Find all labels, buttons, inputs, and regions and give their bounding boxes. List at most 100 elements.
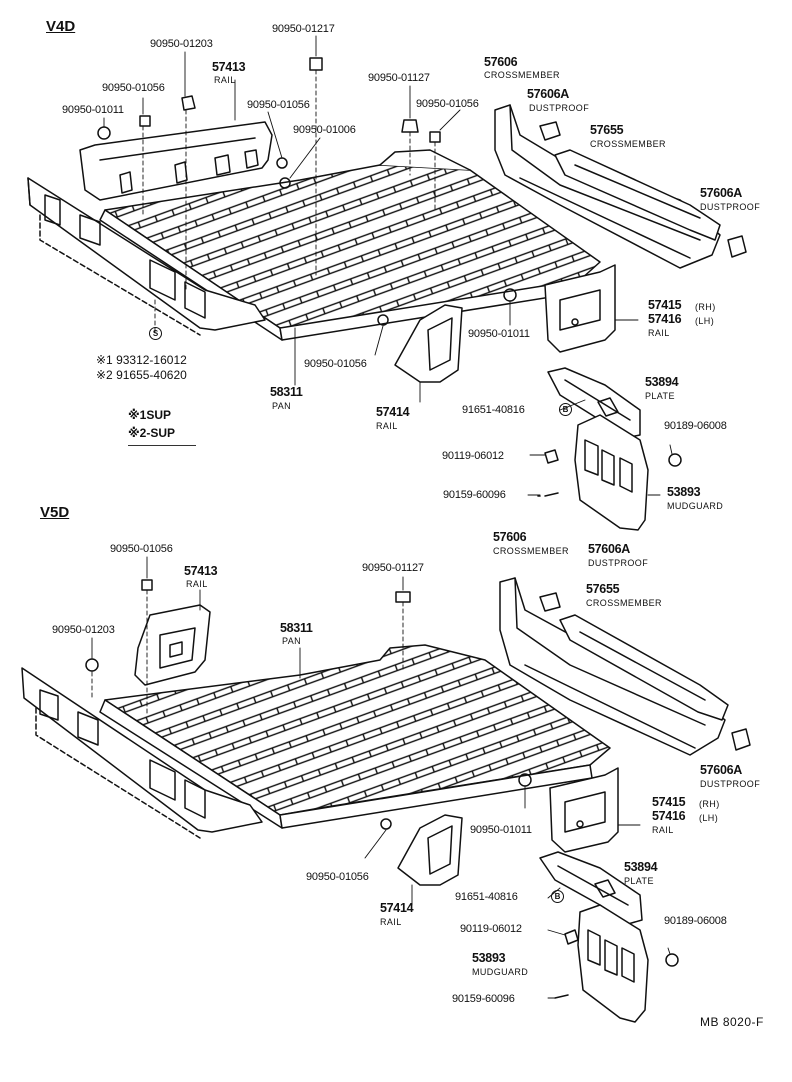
v4d-label-57414: 57414 <box>376 405 410 419</box>
v5d-mudguard-53893-shape <box>577 904 649 1023</box>
v5d-label-90950-01203: 90950-01203 <box>52 624 115 636</box>
v4d-label-90189-06008: 90189-06008 <box>664 420 727 432</box>
v5d-label-91651-40816: 91651-40816 <box>455 891 518 903</box>
v4d-label-57655: 57655 <box>590 123 624 137</box>
v4d-caption-57655: CROSSMEMBER <box>590 139 666 149</box>
v5d-crossmember-57606-shape <box>499 577 726 756</box>
v5d-label-90189-06008: 90189-06008 <box>664 915 727 927</box>
v4d-label-57416: 57416 <box>648 312 682 326</box>
v4d-caption-53893: MUDGUARD <box>667 501 724 511</box>
v5d-label-57655: 57655 <box>586 582 620 596</box>
v4d-caption-57606: CROSSMEMBER <box>484 70 560 80</box>
v4d-label-90950-01056-b: 90950-01056 <box>247 99 310 111</box>
v5d-caption-58311: PAN <box>282 636 302 646</box>
v5d-label-57416: 57416 <box>652 809 686 823</box>
v5d-front-beam-shape <box>21 667 263 839</box>
v5d-label-53893: 53893 <box>472 951 506 965</box>
v4d-label-90950-01011-b: 90950-01011 <box>468 328 530 340</box>
v4d-caption-57414: RAIL <box>376 421 398 431</box>
v4d-label-90950-01217: 90950-01217 <box>272 23 335 35</box>
v5d-label-57414: 57414 <box>380 901 414 915</box>
v4d-caption-53894: PLATE <box>645 391 675 401</box>
v4d-note-sup2: ※2-SUP <box>128 426 176 440</box>
v4d-plate-53894-shape <box>547 367 641 439</box>
v5d-caption-57606a-1: DUSTPROOF <box>588 558 649 568</box>
v5d-dustproof-57606a-2-shape <box>731 728 751 751</box>
v5d-caption-53894: PLATE <box>624 876 654 886</box>
v4d-label-90950-01011-a: 90950-01011 <box>62 104 124 116</box>
v5d-label-90950-01127: 90950-01127 <box>362 562 424 574</box>
v5d-label-90119-06012: 90119-06012 <box>460 923 522 935</box>
v4d-note-underline <box>128 445 196 446</box>
v4d-label-90950-01203: 90950-01203 <box>150 38 213 50</box>
diagram-reference-code: MB 8020-F <box>700 1015 764 1029</box>
v4d-note-s2: ※2 91655-40620 <box>96 368 187 382</box>
v4d-label-90950-01056-d: 90950-01056 <box>304 358 367 370</box>
v4d-fasteners-shape <box>97 57 682 497</box>
v5d-pan-58311-shape <box>99 644 611 829</box>
v4d-label-90159-60096: 90159-60096 <box>443 489 506 501</box>
v4d-leader-lines <box>103 35 673 496</box>
v4d-label-58311: 58311 <box>270 385 303 399</box>
v4d-label-90950-01127: 90950-01127 <box>368 72 430 84</box>
v5d-rail-57415-shape <box>549 767 619 853</box>
v4d-rail-57415-shape <box>544 264 616 353</box>
v4d-label-57606: 57606 <box>484 55 518 69</box>
v5d-caption-57413: RAIL <box>186 579 208 589</box>
v4d-label-rh: (RH) <box>695 302 716 312</box>
v4d-label-lh: (LH) <box>695 316 715 326</box>
v4d-note-sup1: ※1SUP <box>128 408 172 422</box>
v4d-caption-57606a-1: DUSTPROOF <box>529 103 590 113</box>
v5d-caption-rail-57415-57416: RAIL <box>652 825 674 835</box>
v4d-crossmember-57655-shape <box>554 149 721 241</box>
v5d-rail-57414-shape <box>397 814 463 886</box>
v5d-caption-57606: CROSSMEMBER <box>493 546 569 556</box>
v4d-dustproof-57606a-1-shape <box>539 121 561 141</box>
v5d-label-57606a-2: 57606A <box>700 763 742 777</box>
v4d-caption-57606a-2: DUSTPROOF <box>700 202 761 212</box>
v5d-leader-lines <box>91 556 671 999</box>
v5d-label-90159-60096: 90159-60096 <box>452 993 515 1005</box>
v5d-label-rh: (RH) <box>699 799 720 809</box>
v4d-rail-57414-shape <box>394 304 463 383</box>
v5d-caption-57655: CROSSMEMBER <box>586 598 662 608</box>
section-title-v5d: V5D <box>40 504 70 521</box>
v4d-label-53894: 53894 <box>645 375 679 389</box>
v4d-front-beam-shape <box>27 177 266 336</box>
v5d-label-lh: (LH) <box>699 813 719 823</box>
v4d-mudguard-53893-shape <box>574 414 649 531</box>
v4d-caption-rail-57415-57416: RAIL <box>648 328 670 338</box>
v4d-caption-58311: PAN <box>272 401 292 411</box>
v5d-plate-53894-shape <box>539 851 643 925</box>
v4d-label-90950-01056-a: 90950-01056 <box>102 82 165 94</box>
v5d-label-57606: 57606 <box>493 530 527 544</box>
v5d-fasteners-shape <box>85 579 679 999</box>
v4d-label-90950-01056-c: 90950-01056 <box>416 98 479 110</box>
v4d-label-57606a-2: 57606A <box>700 186 742 200</box>
v4d-b-marker-icon: B <box>559 403 572 416</box>
v4d-rail-57413-shape <box>79 121 273 201</box>
v4d-s-marker-icon: S <box>149 327 162 340</box>
v5d-caption-57414: RAIL <box>380 917 402 927</box>
v5d-label-57606a-1: 57606A <box>588 542 630 556</box>
v5d-b-marker-icon: B <box>551 890 564 903</box>
v4d-dustproof-57606a-2-shape <box>727 235 747 258</box>
v5d-label-53894: 53894 <box>624 860 658 874</box>
section-title-v4d: V4D <box>46 18 76 35</box>
v4d-label-90119-06012: 90119-06012 <box>442 450 504 462</box>
v5d-caption-57606a-2: DUSTPROOF <box>700 779 761 789</box>
v5d-label-58311: 58311 <box>280 621 313 635</box>
v4d-label-57413: 57413 <box>212 60 246 74</box>
v5d-crossmember-57655-shape <box>559 614 729 721</box>
v5d-caption-53893: MUDGUARD <box>472 967 529 977</box>
v4d-caption-57413: RAIL <box>214 75 236 85</box>
v5d-rail-57413-shape <box>134 604 211 686</box>
v5d-label-90950-01056-a: 90950-01056 <box>110 543 173 555</box>
v4d-label-90950-01006: 90950-01006 <box>293 124 356 136</box>
v4d-label-57415: 57415 <box>648 298 682 312</box>
v5d-label-90950-01011: 90950-01011 <box>470 824 532 836</box>
v4d-label-53893: 53893 <box>667 485 701 499</box>
v4d-note-s1: ※1 93312-16012 <box>96 353 187 367</box>
v5d-dustproof-57606a-1-shape <box>539 592 561 612</box>
